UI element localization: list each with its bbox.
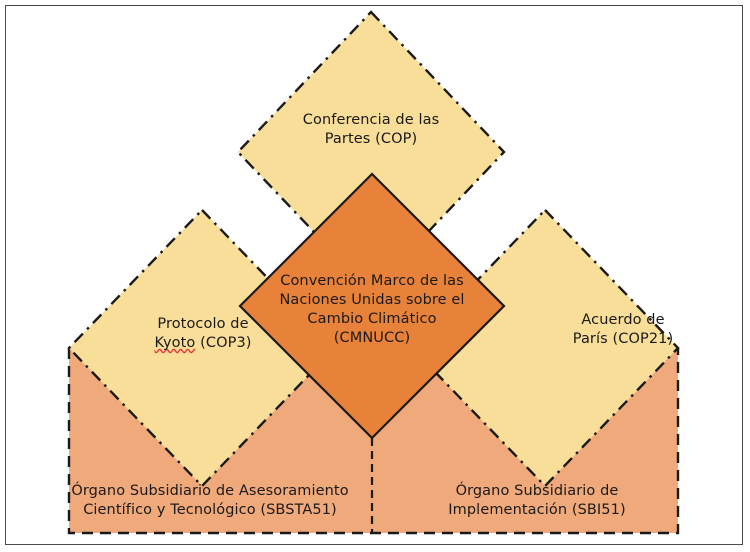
top-diamond-cop — [236, 10, 506, 294]
base-pentagon-outline — [67, 348, 680, 535]
center-diamond-cmnucc — [238, 172, 506, 440]
